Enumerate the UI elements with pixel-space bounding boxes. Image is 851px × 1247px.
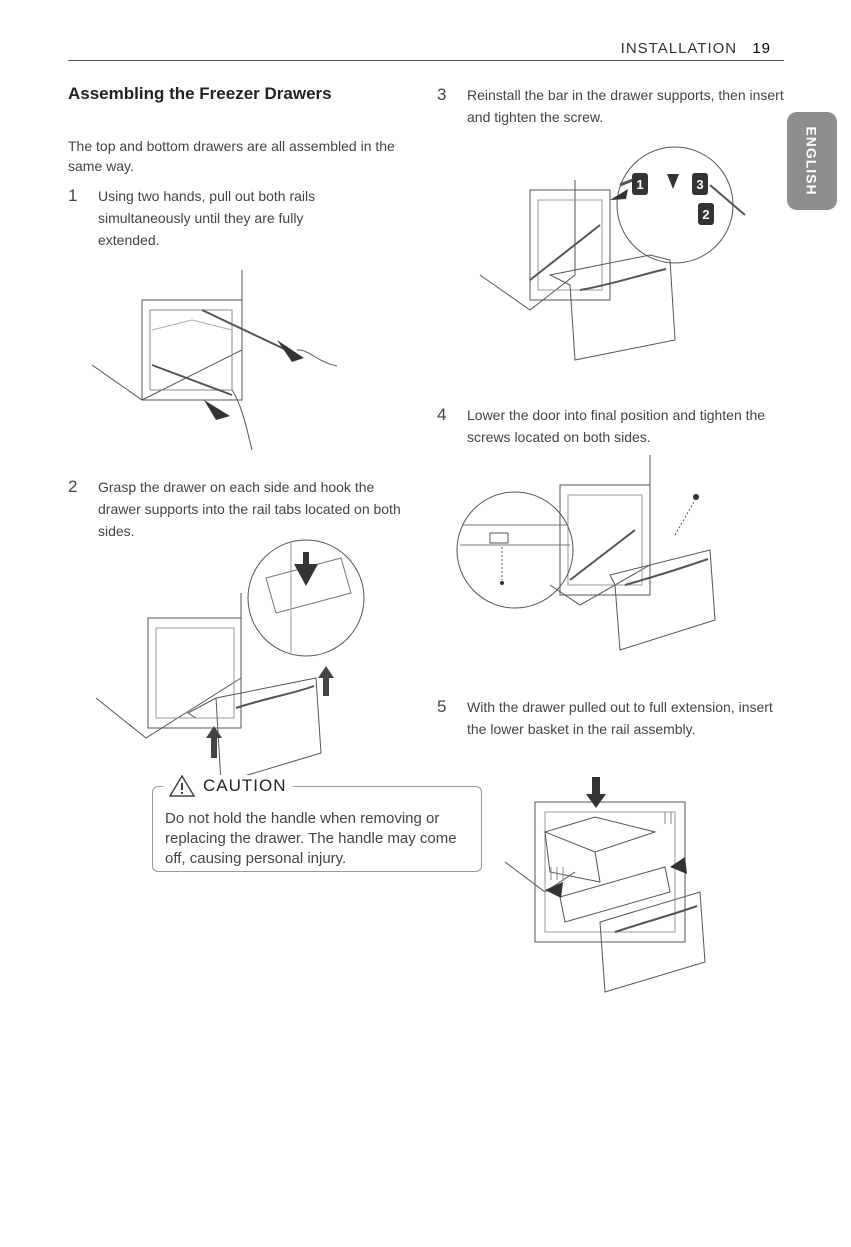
figure-insert-basket (505, 772, 735, 997)
figure-hook-supports (96, 538, 376, 788)
svg-text:2: 2 (702, 207, 709, 222)
section-title: Assembling the Freezer Drawers (68, 84, 332, 103)
step-5: 5 With the drawer pulled out to full ext… (437, 696, 787, 740)
step-text: Grasp the drawer on each side and hook t… (98, 479, 401, 539)
callout-3: 3 (692, 173, 708, 195)
figure-pull-rails (92, 270, 352, 460)
step-3: 3 Reinstall the bar in the drawer suppor… (437, 84, 787, 128)
svg-text:1: 1 (636, 177, 643, 192)
step-number: 1 (68, 186, 78, 205)
page-header: INSTALLATION 19 (621, 40, 771, 57)
figure-reinstall-bar: 1 3 2 (470, 145, 770, 375)
caution-text: Do not hold the handle when removing or … (165, 810, 457, 867)
page-number: 19 (752, 40, 771, 57)
caution-header: CAUTION (163, 775, 293, 797)
caution-box: CAUTION Do not hold the handle when remo… (152, 775, 482, 872)
header-section: INSTALLATION (620, 40, 738, 57)
svg-text:3: 3 (696, 177, 703, 192)
step-number: 5 (437, 697, 447, 716)
step-text: Using two hands, pull out both rails sim… (98, 188, 316, 248)
language-tab-label: ENGLISH (804, 126, 821, 196)
step-text: Reinstall the bar in the drawer supports… (467, 87, 784, 125)
step-1: 1 Using two hands, pull out both rails s… (68, 185, 358, 251)
step-4: 4 Lower the door into final position and… (437, 404, 787, 448)
step-number: 2 (68, 477, 78, 496)
language-tab: ENGLISH (787, 112, 837, 210)
step-text: With the drawer pulled out to full exten… (467, 699, 773, 737)
step-2: 2 Grasp the drawer on each side and hook… (68, 476, 418, 542)
callout-1: 1 (632, 173, 648, 195)
intro-text: The top and bottom drawers are all assem… (68, 138, 395, 174)
callout-2: 2 (698, 203, 714, 225)
header-rule (68, 60, 784, 61)
caution-title: CAUTION (203, 776, 287, 795)
warning-triangle-icon (169, 775, 195, 797)
figure-lower-door (450, 455, 750, 660)
step-text: Lower the door into final position and t… (467, 407, 766, 445)
step-number: 3 (437, 85, 447, 104)
step-number: 4 (437, 405, 447, 424)
